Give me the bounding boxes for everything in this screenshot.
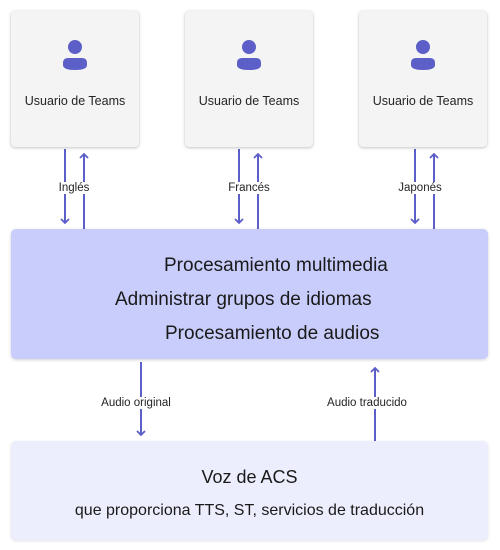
acs-subtitle: que proporciona TTS, ST, servicios de tr… bbox=[74, 502, 425, 519]
language-label-japanese: Japonés bbox=[396, 182, 444, 194]
user-card-3: Usuario de Teams bbox=[359, 11, 487, 147]
user-card-1: Usuario de Teams bbox=[11, 11, 139, 147]
acs-voice-box: Voz de ACS que proporciona TTS, ST, serv… bbox=[11, 441, 488, 540]
acs-title: Voz de ACS bbox=[201, 467, 298, 487]
processing-line-language-groups: Administrar grupos de idiomas bbox=[115, 289, 372, 310]
translated-audio-label: Audio traducido bbox=[325, 397, 409, 409]
processing-line-media: Procesamiento multimedia bbox=[164, 255, 388, 276]
person-icon bbox=[237, 40, 261, 70]
language-label-french: Francés bbox=[226, 182, 272, 194]
original-audio-label: Audio original bbox=[99, 397, 173, 409]
user-label: Usuario de Teams bbox=[198, 94, 300, 108]
media-processing-box: Procesamiento multimedia Administrar gru… bbox=[11, 229, 488, 359]
user-label: Usuario de Teams bbox=[372, 94, 474, 108]
user-label: Usuario de Teams bbox=[24, 94, 126, 108]
user-card-2: Usuario de Teams bbox=[185, 11, 313, 147]
processing-line-audio: Procesamiento de audios bbox=[165, 323, 380, 344]
language-label-english: Inglés bbox=[56, 182, 92, 194]
person-icon bbox=[63, 40, 87, 70]
person-icon bbox=[411, 40, 435, 70]
